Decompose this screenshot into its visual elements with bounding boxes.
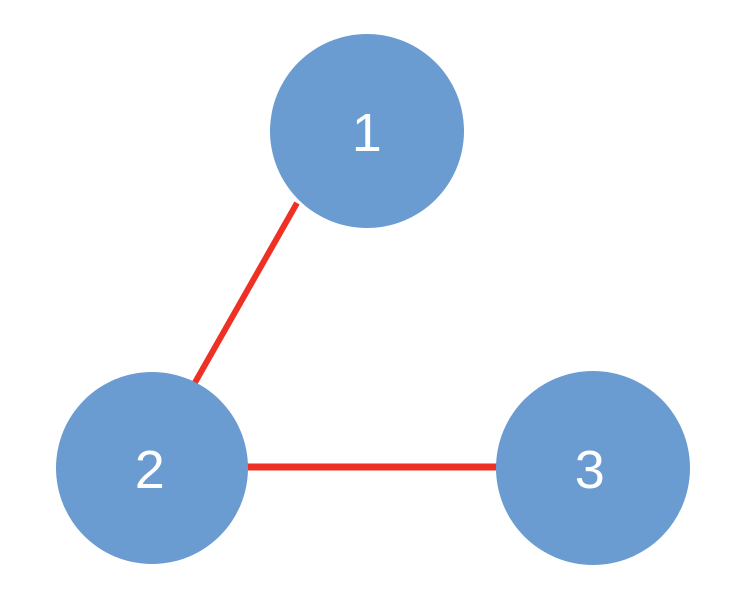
node-circle-2[interactable] xyxy=(56,372,248,564)
node-label-3: 3 xyxy=(575,440,606,500)
node-circle-3[interactable] xyxy=(496,371,690,565)
graph-node-2[interactable]: 2 xyxy=(56,372,248,564)
node-circle-1[interactable] xyxy=(270,34,464,228)
node-layer: 1 2 3 xyxy=(56,34,690,565)
node-label-1: 1 xyxy=(352,103,383,163)
edge-layer xyxy=(190,201,499,471)
edge-1-2[interactable] xyxy=(190,201,300,388)
graph-node-1[interactable]: 1 xyxy=(270,34,464,228)
graph-node-3[interactable]: 3 xyxy=(496,371,690,565)
node-label-2: 2 xyxy=(135,440,166,500)
